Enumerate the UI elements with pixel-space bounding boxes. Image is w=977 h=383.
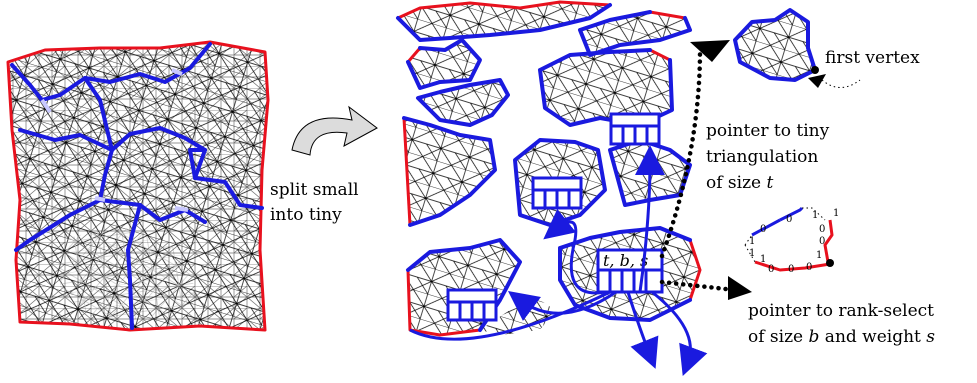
pointer-rank-var-b: b xyxy=(809,327,820,347)
pointer-rank-arrowhead xyxy=(728,276,752,300)
left-triangulation xyxy=(6,40,270,332)
first-vertex-dot xyxy=(811,66,819,74)
record-main: t, b, s xyxy=(596,248,664,294)
tiny-triangulation xyxy=(733,8,861,88)
record-label: t, b, s xyxy=(603,251,648,270)
left-mesh-overlay xyxy=(8,42,268,330)
piece-left-lower xyxy=(402,116,497,227)
bit-label-11: 0 xyxy=(806,262,812,273)
bit-label-0: 0 xyxy=(760,224,766,235)
first-vertex-label: first vertex xyxy=(825,48,920,68)
rank-select-path: 0 0 1 1 0 0 1 1 1 0 0 0 1 xyxy=(744,206,839,275)
split-label-line1: split small xyxy=(270,180,359,200)
bit-label-10: 0 xyxy=(788,264,794,275)
bit-label-5: 0 xyxy=(819,236,825,247)
bit-label-7: 1 xyxy=(749,236,755,247)
bit-label-12: 1 xyxy=(760,254,766,265)
piece-left-upper xyxy=(406,38,482,90)
record-top xyxy=(609,112,661,146)
bit-label-6: 1 xyxy=(816,250,822,261)
pointer-rank-line2-mid: and weight xyxy=(819,327,926,347)
pointer-tiny-line2: triangulation xyxy=(706,147,818,167)
dotted-pointers xyxy=(659,40,752,300)
piece-top-strip xyxy=(396,0,612,42)
bit-label-3: 1 xyxy=(833,208,839,219)
piece-top-right-strip xyxy=(578,10,692,57)
piece-left-mid xyxy=(416,78,510,127)
pointer-rank-line1: pointer to rank-select xyxy=(748,301,934,321)
pointer-rank-var-s: s xyxy=(926,327,935,347)
bit-label-1: 0 xyxy=(786,214,792,225)
pointer-tiny-arrowhead xyxy=(690,40,730,62)
pointer-tiny-var-t: t xyxy=(767,173,774,193)
bit-label-8: 1 xyxy=(749,248,755,259)
pointer-tiny-line1: pointer to tiny xyxy=(706,121,830,141)
pointer-tiny-line3-prefix: of size xyxy=(706,173,767,193)
pointer-tiny-line3: of size t xyxy=(706,173,774,193)
record-center xyxy=(531,176,583,210)
pointer-rank-line2-prefix: of size xyxy=(748,327,809,347)
blue-pointers xyxy=(409,145,708,377)
bit-label-4: 0 xyxy=(819,224,825,235)
split-label-line2: into tiny xyxy=(270,205,342,225)
pointer-rank-line2: of size b and weight s xyxy=(748,327,935,347)
record-bottom-left xyxy=(446,288,498,322)
bit-label-2: 1 xyxy=(812,210,818,221)
split-arrow xyxy=(291,105,378,156)
left-separators xyxy=(10,42,264,330)
bit-label-9: 0 xyxy=(768,264,774,275)
